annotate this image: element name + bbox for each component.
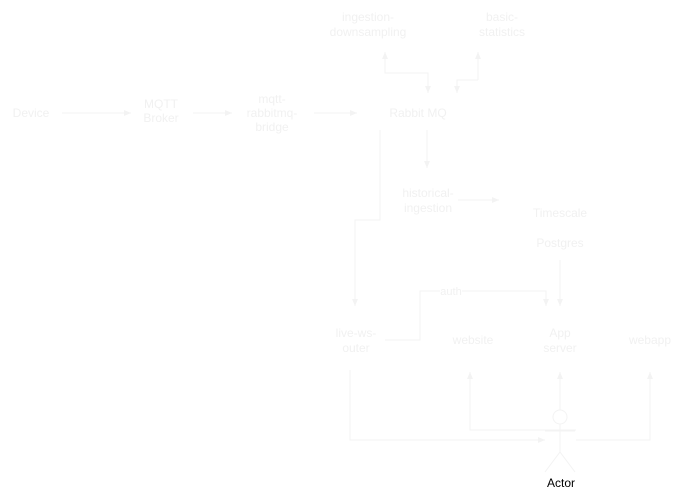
node-timescale-label: Timescale — [533, 206, 588, 220]
node-historical-ingestion-line2: ingestion — [404, 201, 452, 215]
node-rabbitmq[interactable]: Rabbit MQ — [389, 106, 446, 120]
edge-actor-to-website — [467, 372, 576, 431]
node-basic-statistics-line2: statistics — [479, 25, 525, 39]
actor-head-icon — [552, 409, 568, 425]
node-app-server[interactable]: App server — [543, 326, 576, 355]
node-actor-label: Actor — [547, 476, 575, 490]
node-bridge-label-line1: mqtt- — [258, 92, 285, 106]
node-postgres-label: Postgres — [536, 236, 583, 250]
node-mqtt-rabbitmq-bridge[interactable]: mqtt- rabbitmq- bridge — [247, 92, 298, 134]
node-live-ws-outer[interactable]: live-ws- outer — [336, 326, 377, 355]
node-app-server-line2: server — [543, 341, 576, 355]
edge-actor-to-webapp — [576, 372, 653, 441]
actor-left-leg-icon — [544, 451, 561, 473]
node-live-ws-outer-line2: outer — [342, 341, 369, 355]
node-webapp[interactable]: webapp — [628, 333, 671, 347]
edge-label-auth: auth — [440, 286, 461, 298]
node-basic-statistics-line1: basic- — [486, 10, 518, 24]
node-website-label: website — [452, 333, 494, 347]
node-ingestion-downsampling-line1: ingestion- — [342, 10, 394, 24]
node-actor[interactable]: Actor — [544, 409, 576, 490]
node-app-server-line1: App — [549, 326, 571, 340]
node-ingestion-downsampling-line2: downsampling — [330, 25, 407, 39]
node-timescale-postgres[interactable]: Timescale Postgres — [533, 206, 588, 250]
node-website[interactable]: website — [452, 333, 494, 347]
node-rabbitmq-label: Rabbit MQ — [389, 106, 446, 120]
node-historical-ingestion[interactable]: historical- ingestion — [402, 186, 453, 215]
edge-live-ws-to-actor — [349, 370, 545, 443]
node-device[interactable]: Device — [13, 106, 50, 120]
node-live-ws-outer-line1: live-ws- — [336, 326, 377, 340]
node-device-label: Device — [13, 106, 50, 120]
edge-live-ws-auth-app-server — [385, 290, 549, 341]
auth-label-bg — [440, 285, 462, 297]
node-historical-ingestion-line1: historical- — [402, 186, 453, 200]
node-webapp-label: webapp — [628, 333, 671, 347]
node-ingestion-downsampling[interactable]: ingestion- downsampling — [330, 10, 407, 39]
edge-basic-statistics-rabbitmq — [454, 79, 478, 93]
actor-right-leg-icon — [559, 451, 576, 473]
edge-rabbitmq-to-live-ws — [352, 130, 381, 306]
node-mqtt-broker[interactable]: MQTT Broker — [143, 97, 178, 125]
edge-rabbitmq-ingestion-downsampling — [382, 52, 429, 92]
node-mqtt-broker-label-line1: MQTT — [144, 97, 179, 111]
node-bridge-label-line2: rabbitmq- — [247, 106, 298, 120]
node-basic-statistics[interactable]: basic- statistics — [479, 10, 525, 39]
node-bridge-label-line3: bridge — [255, 120, 289, 134]
node-mqtt-broker-label-line2: Broker — [143, 111, 178, 125]
